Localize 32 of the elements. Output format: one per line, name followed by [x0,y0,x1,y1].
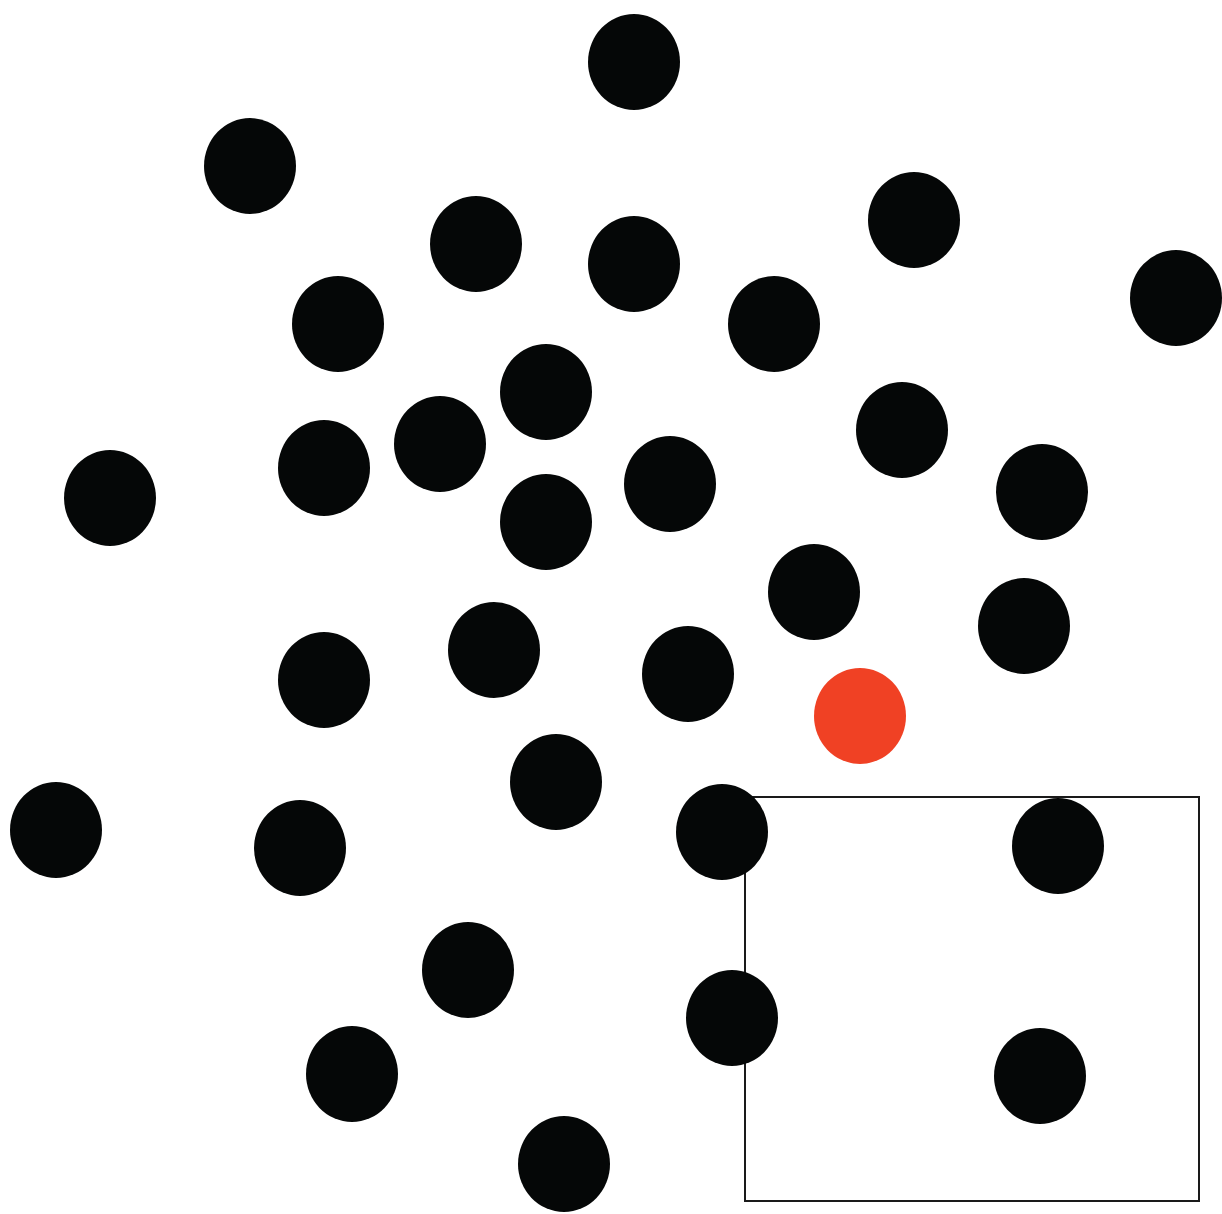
dot [422,922,514,1018]
dot [64,450,156,546]
dot [588,14,680,110]
dot [292,276,384,372]
dot [500,344,592,440]
dot [868,172,960,268]
dot [676,784,768,880]
dot [1012,798,1104,894]
dot [856,382,948,478]
dot [994,1028,1086,1124]
dot [588,216,680,312]
dot [394,396,486,492]
dot [500,474,592,570]
dot [448,602,540,698]
dot [254,800,346,896]
dot [10,782,102,878]
dot [642,626,734,722]
dot [510,734,602,830]
dot [1130,250,1222,346]
dot [278,632,370,728]
dot [430,196,522,292]
dot [768,544,860,640]
dot [278,420,370,516]
dot [978,578,1070,674]
dot [686,970,778,1066]
dot [204,118,296,214]
dot [518,1116,610,1212]
dot [624,436,716,532]
dot [814,668,906,764]
dot [306,1026,398,1122]
dot [728,276,820,372]
dot [996,444,1088,540]
